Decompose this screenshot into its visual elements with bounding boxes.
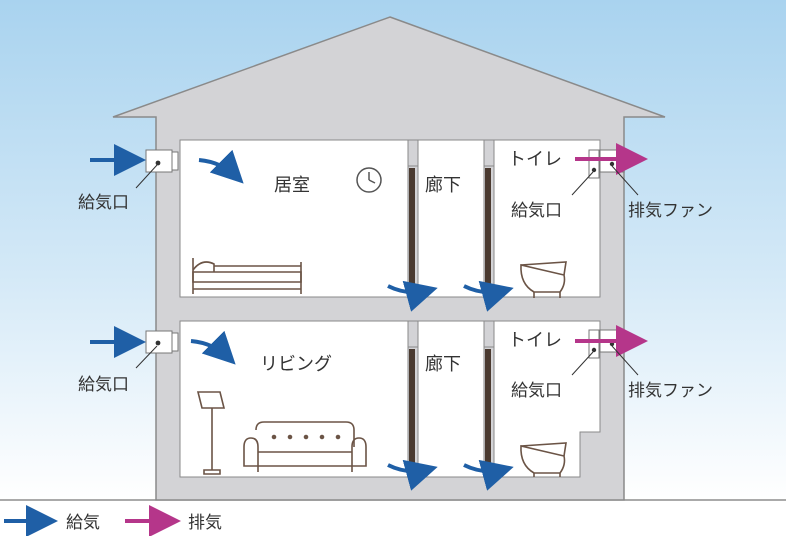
lower-room-flow-arrow [190, 330, 236, 365]
upper-door-left [409, 168, 415, 286]
lower-left-inlet-icon [145, 330, 179, 354]
upper-room-flow-arrow [198, 149, 244, 184]
floor-lamp-icon [196, 391, 226, 475]
upper-door-flow-arrow-left [387, 280, 438, 312]
upper-left-inlet-label: 給気口 [78, 193, 129, 213]
upper-hall-label: 廊下 [425, 175, 461, 196]
lower-door-left [409, 349, 415, 467]
sofa-icon [243, 421, 367, 472]
lower-toilet-inlet-label: 給気口 [511, 381, 562, 401]
lower-hall [417, 320, 485, 478]
upper-door-right [485, 168, 491, 286]
upper-wall-stub-left [407, 139, 419, 167]
lower-wall-stub-right [483, 320, 495, 348]
upper-room-label: 居室 [274, 175, 310, 196]
upper-wall-stub-right [483, 139, 495, 167]
lower-room-label: リビング [260, 354, 332, 375]
upper-left-inlet-leader [135, 164, 158, 189]
legend-supply-label: 給気 [66, 513, 100, 533]
lower-door-flow-arrow-left [387, 459, 438, 491]
lower-hall-label: 廊下 [425, 354, 461, 375]
upper-fan-label: 排気ファン [628, 201, 713, 221]
lower-fan-label: 排気ファン [628, 381, 713, 401]
legend: 給気 排気 [4, 505, 222, 536]
bed-icon [192, 258, 302, 294]
lower-wall-stub-left [407, 320, 419, 348]
lower-door-flow-arrow-right [463, 459, 514, 491]
lower-room [179, 320, 409, 478]
upper-left-inlet-icon [145, 149, 179, 173]
lower-door-right [485, 349, 491, 467]
lower-left-inlet-leader [135, 345, 158, 369]
legend-exhaust-label: 排気 [188, 513, 222, 533]
upper-toilet-label: トイレ [508, 149, 562, 170]
upper-toilet-inlet-leader [571, 171, 594, 196]
lower-left-inlet-label: 給気口 [78, 375, 129, 395]
upper-hall [417, 139, 485, 298]
upper-fan-leader [611, 165, 639, 196]
lower-toilet-inlet-icon [588, 329, 600, 359]
lower-fan-leader [611, 345, 639, 376]
clock-icon [356, 167, 382, 193]
upper-toilet-inlet-icon [588, 149, 600, 179]
upper-toilet-icon [520, 261, 567, 298]
lower-toilet-label: トイレ [508, 330, 562, 351]
lower-toilet-inlet-leader [571, 351, 594, 376]
lower-toilet-icon [520, 442, 567, 477]
upper-door-flow-arrow-right [463, 280, 514, 312]
upper-toilet-inlet-label: 給気口 [511, 201, 562, 221]
